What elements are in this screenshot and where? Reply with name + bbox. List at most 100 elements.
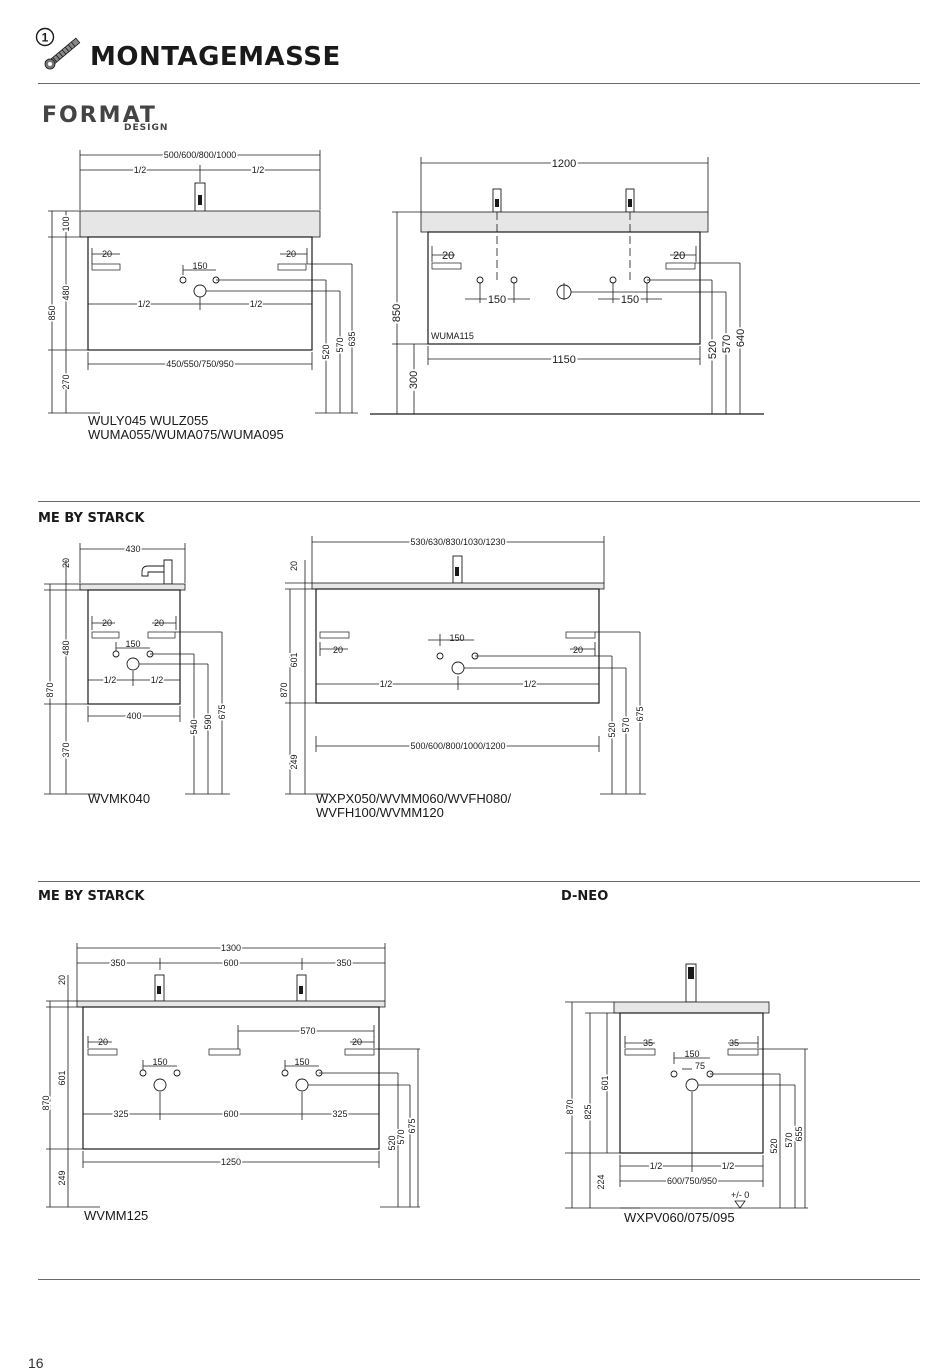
d1-models-line1: WULY045 WULZ055 [88,413,209,428]
d1-inner-half-b: 1/2 [250,299,263,309]
d2-h-bottom: 300 [408,371,420,389]
d6-h-body: 601 [600,1075,610,1090]
d3-h-top: 20 [61,558,71,568]
d1-width-bottom: 450/550/750/950 [166,359,234,369]
d3-h-body: 480 [61,640,71,655]
d5-v675: 675 [407,1118,417,1133]
d5-rail-span: 570 [300,1026,315,1036]
d2-model: WUMA115 [431,331,474,341]
d6-v520: 520 [769,1138,779,1153]
diagram-starck-double: 1300 350 600 350 20 601 870 249 570 20 2… [40,942,420,1208]
d4-width-top: 530/630/830/1030/1230 [410,537,505,547]
d5-v570: 570 [396,1129,406,1144]
d1-models-line2: WUMA055/WUMA075/WUMA095 [88,427,284,442]
header-rule [38,83,920,84]
d6-h-total: 870 [565,1099,575,1114]
d3-v540: 540 [189,719,199,734]
d5-lower-left: 325 [113,1109,128,1119]
d2-v520: 520 [707,341,719,359]
d5-lower-right: 325 [332,1109,347,1119]
d5-h-body: 601 [57,1070,67,1085]
d6-offset: 75 [695,1061,705,1071]
footer-rule [38,1279,920,1280]
d5-width-top: 1300 [221,943,241,953]
d4-models-line2: WVFH100/WVMM120 [316,805,444,820]
d5-spacing-left: 150 [152,1057,167,1067]
d3-v590: 590 [203,714,213,729]
d1-half-b: 1/2 [252,165,265,175]
format-brand-logo: FORMAT [42,103,157,128]
d1-inner-half-a: 1/2 [138,299,151,309]
d4-h-bottom: 249 [289,754,299,769]
d3-h-total: 870 [45,682,55,697]
d3-model: WVMK040 [88,791,151,806]
d5-v520: 520 [387,1135,397,1150]
d5-h-total: 870 [41,1095,51,1110]
d6-v570: 570 [784,1132,794,1147]
d3-half-a: 1/2 [104,675,117,685]
d5-seg-left: 350 [110,958,125,968]
d1-spacing: 150 [192,261,207,271]
d4-gap-right: 20 [573,645,583,655]
diagram-format-single: 500/600/800/1000 1/2 1/2 100 850 480 270… [46,149,359,414]
page-title: MONTAGEMASSE [90,42,341,72]
d5-gap-right: 20 [352,1037,362,1047]
d5-width-bottom: 1250 [221,1157,241,1167]
d6-spacing: 150 [684,1049,699,1059]
diagram-starck-small: 430 20 870 480 370 20 20 150 1/2 1/2 400… [44,543,230,795]
d1-h-bottom: 270 [61,374,71,389]
section-rule-1 [38,501,920,502]
d2-spacing-right: 150 [621,294,639,306]
d4-v570: 570 [621,717,631,732]
d2-v570: 570 [721,335,733,353]
diagram-starck-wide: 530/630/830/1030/1230 20 601 870 249 20 … [280,536,647,795]
d3-v675: 675 [217,704,227,719]
diagram-d-neo: 870 825 601 224 35 35 150 75 1/2 1/2 600… [564,963,808,1209]
d3-half-b: 1/2 [151,675,164,685]
d1-h-total: 850 [47,305,57,320]
d2-spacing-left: 150 [488,294,506,306]
d4-h-total: 870 [280,682,289,697]
d6-width-bottom: 600/750/950 [667,1176,717,1186]
d6-h-825: 825 [583,1104,593,1119]
d1-gap-left: 20 [102,249,112,259]
d4-h-top: 20 [289,561,299,571]
section-title-d-neo: D-NEO [561,889,609,904]
d6-gap-right: 35 [729,1038,739,1048]
diagram-format-double: 1200 850 300 20 20 150 150 WUMA115 1150 … [370,156,764,415]
d4-half-b: 1/2 [524,679,537,689]
d2-h-total: 850 [391,304,403,322]
d5-seg-right: 350 [336,958,351,968]
d1-v520: 520 [321,344,331,359]
step-number: 1 [42,31,49,45]
d5-seg-mid: 600 [223,958,238,968]
d1-h-top: 100 [61,216,71,231]
d1-v635: 635 [347,331,357,346]
d4-gap-left: 20 [333,645,343,655]
page-number: 16 [28,1355,44,1371]
d6-tolerance: +/- 0 [731,1190,749,1200]
d6-half-b: 1/2 [722,1161,735,1171]
d1-half-a: 1/2 [134,165,147,175]
section-title-me-by-starck-2: ME BY STARCK [38,889,145,904]
d1-gap-right: 20 [286,249,296,259]
d3-width-bottom: 400 [126,711,141,721]
d4-spacing: 150 [449,633,464,643]
d2-v640: 640 [735,329,747,347]
section-rule-2 [38,881,920,882]
d5-h-bottom: 249 [57,1170,67,1185]
d4-v675: 675 [635,706,645,721]
d3-width-top: 430 [125,544,140,554]
d6-h-bottom: 224 [596,1174,606,1189]
d1-v570: 570 [335,337,345,352]
level-marker-icon [734,1200,746,1209]
d6-v655: 655 [794,1126,804,1141]
d5-gap-left: 20 [98,1037,108,1047]
d5-spacing-right: 150 [294,1057,309,1067]
d2-gap-left: 20 [442,250,454,262]
d2-width-top: 1200 [552,158,576,170]
d3-h-bottom: 370 [61,742,71,757]
screw-and-washer-icon: 1 [35,27,81,70]
d6-model: WXPV060/075/095 [624,1210,735,1225]
d5-lower-mid: 600 [223,1109,238,1119]
